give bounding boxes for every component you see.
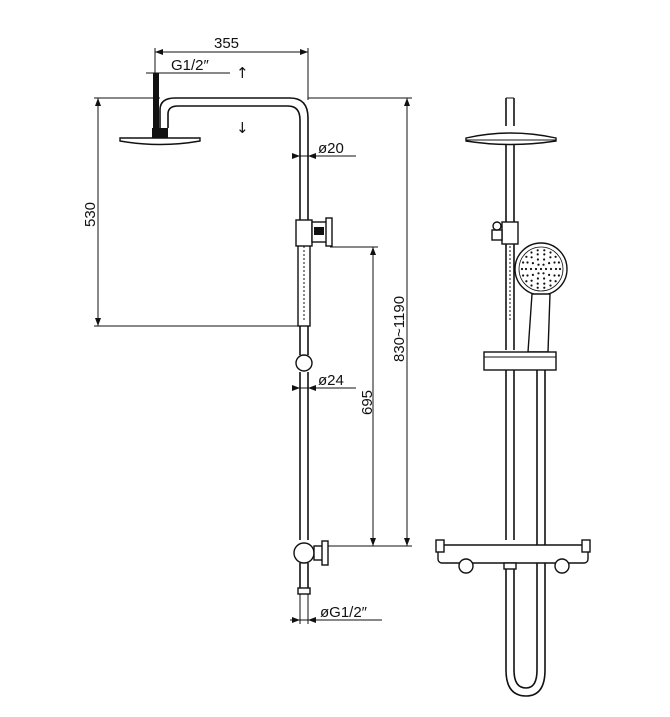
front-slider	[483, 351, 557, 371]
spray-nozzle-dot	[558, 267, 562, 271]
spray-nozzle-dot	[525, 255, 528, 258]
spray-nozzle-dot	[543, 282, 546, 285]
overhead-head	[119, 128, 201, 146]
spray-nozzle-dot	[529, 267, 533, 271]
dia20-callout: ø20	[292, 140, 356, 159]
dimension-695: 695	[328, 246, 378, 547]
front-overhead-head	[465, 132, 557, 146]
spray-nozzle-dot	[549, 279, 552, 282]
riser-pipe	[297, 118, 311, 540]
spray-nozzle-dot	[549, 267, 553, 271]
spray-nozzle-dot	[554, 267, 558, 271]
spray-nozzle-dot	[536, 253, 539, 256]
holder-bracket	[295, 217, 333, 247]
front-mixer-bar	[435, 539, 591, 574]
spray-nozzle-dot	[522, 261, 525, 264]
spray-nozzle-dot	[530, 256, 533, 259]
dia20-label: ø20	[318, 140, 344, 157]
label-530: 530	[82, 202, 99, 227]
spray-nozzle-dot	[526, 261, 529, 264]
spray-nozzle-dot	[542, 263, 545, 266]
spray-nozzle-dot	[557, 261, 561, 264]
spray-nozzle-dot	[554, 255, 557, 258]
front-lower-pipes	[505, 370, 546, 566]
label-830-1190: 830~1190	[391, 296, 408, 362]
head-thread-label: G1/2″	[171, 57, 210, 74]
spray-nozzle-dot	[537, 263, 540, 266]
spray-nozzle-dot	[549, 251, 552, 254]
front-holder	[491, 221, 519, 245]
dimension-530: 530	[82, 97, 298, 327]
spray-nozzle-dot	[531, 262, 535, 265]
shower-arm	[153, 73, 309, 128]
spray-nozzle-dot	[543, 277, 546, 280]
spray-nozzle-dot	[543, 249, 546, 252]
spray-nozzle-dot	[539, 267, 543, 271]
dia24-callout: ø24	[292, 372, 356, 391]
dia24-label: ø24	[318, 372, 344, 389]
spray-nozzle-dot	[553, 274, 556, 277]
spray-nozzle-dot	[537, 272, 540, 275]
spray-nozzle-dot	[530, 279, 533, 282]
spray-nozzle-dot	[549, 284, 552, 287]
spray-nozzle-dot	[536, 258, 540, 261]
spray-nozzle-dot	[530, 284, 533, 287]
spray-nozzle-dot	[548, 262, 551, 265]
spray-nozzle-dot	[543, 253, 546, 256]
spray-nozzle-dot	[543, 286, 546, 289]
head-thread-callout: G1/2″ ↑ ↓	[146, 57, 249, 137]
width-label: 355	[214, 35, 239, 52]
spray-nozzle-dot	[525, 280, 528, 283]
front-view	[435, 97, 591, 697]
spray-nozzle-dot	[554, 280, 557, 283]
width-dimension: 355	[154, 35, 309, 100]
spray-nozzle-dot	[549, 256, 552, 259]
spray-nozzle-dot	[524, 267, 528, 271]
spray-nozzle-dot	[553, 261, 556, 264]
dimension-830-1190: 830~1190	[308, 97, 412, 547]
spray-nozzle-dot	[520, 267, 524, 271]
bottom-valve	[293, 540, 329, 595]
spray-nozzle-dot	[557, 274, 561, 277]
up-arrow-icon: ↑	[236, 64, 249, 82]
spray-nozzle-dot	[536, 277, 540, 280]
bottom-thread-label: øG1/2″	[320, 604, 368, 621]
spray-nozzle-dot	[548, 273, 551, 276]
down-arrow-icon: ↓	[236, 119, 249, 137]
spray-nozzle-dot	[536, 286, 539, 289]
spray-nozzle-dot	[531, 273, 535, 276]
spray-nozzle-dot	[534, 267, 538, 271]
bottom-thread-callout: øG1/2″	[290, 594, 382, 624]
spray-nozzle-dot	[526, 274, 529, 277]
spray-nozzle-dot	[542, 272, 545, 275]
spray-nozzle-dot	[536, 249, 539, 252]
front-hand-shower	[514, 242, 568, 353]
spray-nozzle-dot	[530, 251, 533, 254]
label-695: 695	[359, 390, 376, 415]
spray-nozzle-dot	[543, 258, 546, 261]
coupling-knob	[295, 354, 313, 372]
side-view: 355 G1/2″ ↑ ↓	[82, 35, 412, 624]
spray-nozzle-dot	[544, 267, 548, 271]
front-hose	[505, 566, 546, 697]
spray-nozzle-dot	[536, 282, 539, 285]
spray-nozzle-dot	[522, 274, 525, 277]
